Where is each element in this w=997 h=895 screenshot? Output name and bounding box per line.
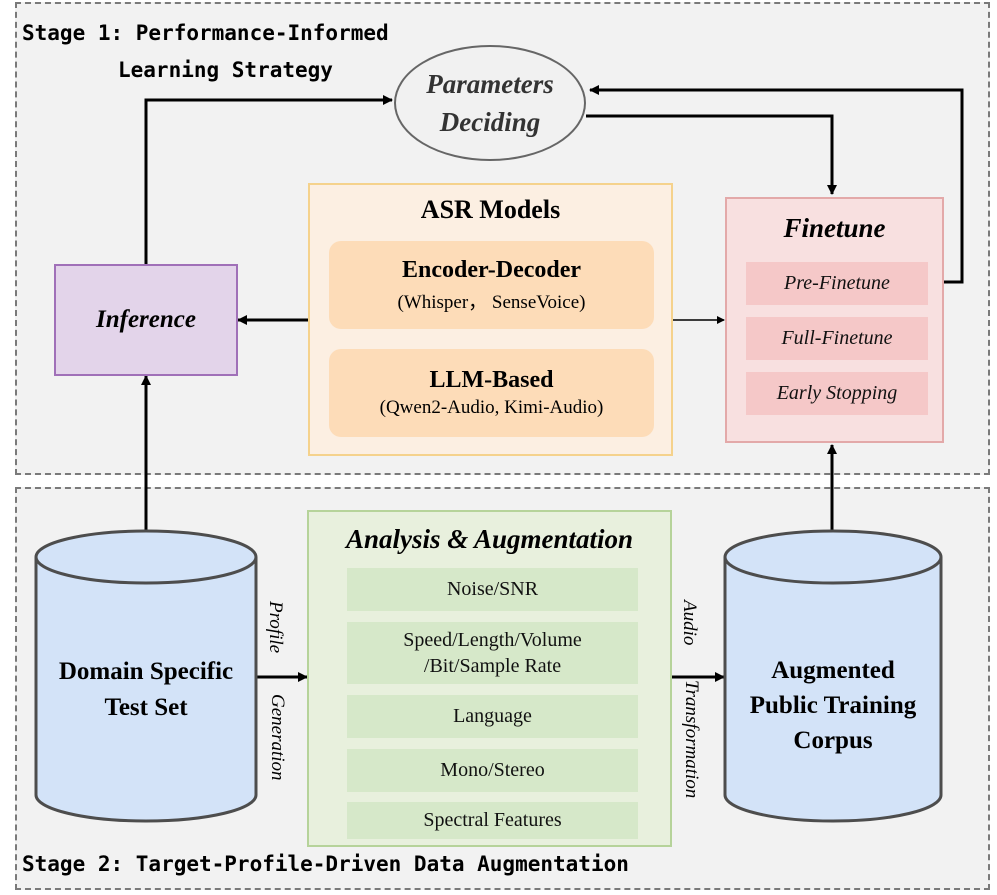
analysis-item-spectral-label: Spectral Features <box>423 809 562 831</box>
corpus-label: Augmented Public Training Corpus <box>725 650 941 760</box>
edge-label-generation: Generation <box>267 694 288 781</box>
edge-inference-to-parameters <box>144 95 393 264</box>
finetune-item-full: Full-Finetune <box>746 317 928 360</box>
corpus-cylinder <box>723 529 943 823</box>
asr-models-title: ASR Models <box>420 195 561 224</box>
stage2-title: Stage 2: Target-Profile-Driven Data Augm… <box>22 852 629 876</box>
parameters-deciding-node: Parameters Deciding <box>395 62 585 144</box>
asr-models-box: ASR Models Encoder-Decoder (Whisper， Sen… <box>308 183 673 456</box>
corpus-line2: Public Training <box>749 691 917 719</box>
corpus-line3: Corpus <box>793 726 873 754</box>
analysis-item-speed-line2: /Bit/Sample Rate <box>423 655 562 677</box>
test-set-line2: Test Set <box>104 694 188 721</box>
llm-based-item: LLM-Based (Qwen2-Audio, Kimi-Audio) <box>329 349 654 437</box>
edge-label-profile: Profile <box>265 601 286 654</box>
test-set-label: Domain Specific Test Set <box>36 640 256 740</box>
analysis-item-mono-stereo: Mono/Stereo <box>347 749 638 792</box>
edge-parameters-to-finetune <box>586 114 837 195</box>
parameters-line2: Deciding <box>439 107 541 137</box>
analysis-item-spectral: Spectral Features <box>347 802 638 839</box>
finetune-title: Finetune <box>783 213 886 243</box>
analysis-title: Analysis & Augmentation <box>345 524 634 554</box>
stage1-title-line1: Stage 1: Performance-Informed <box>22 21 389 45</box>
stage1-title-line2: Learning Strategy <box>118 58 333 82</box>
llm-based-title: LLM-Based <box>429 367 554 393</box>
edge-label-audio: Audio <box>679 600 700 646</box>
corpus-line1: Augmented <box>771 656 895 684</box>
encoder-decoder-examples: (Whisper， SenseVoice) <box>397 291 586 313</box>
analysis-box: Analysis & Augmentation Noise/SNR Speed/… <box>307 510 672 847</box>
finetune-item-pre: Pre-Finetune <box>746 262 928 305</box>
encoder-decoder-item: Encoder-Decoder (Whisper， SenseVoice) <box>329 241 654 329</box>
edge-label-transformation: Transformation <box>681 680 702 799</box>
inference-box: Inference <box>54 264 238 376</box>
analysis-item-language-label: Language <box>453 705 532 727</box>
test-set-cylinder <box>34 529 258 823</box>
edge-pre-finetune-to-parameters <box>589 85 964 284</box>
finetune-item-early-stopping: Early Stopping <box>746 372 928 415</box>
analysis-item-speed-line1: Speed/Length/Volume <box>403 629 582 651</box>
analysis-item-noise: Noise/SNR <box>347 568 638 611</box>
parameters-line1: Parameters <box>426 69 554 99</box>
inference-label: Inference <box>96 306 196 333</box>
analysis-item-language: Language <box>347 695 638 738</box>
analysis-item-speed: Speed/Length/Volume /Bit/Sample Rate <box>347 622 638 684</box>
parameters-deciding-ellipse <box>394 45 586 161</box>
llm-based-examples: (Qwen2-Audio, Kimi-Audio) <box>379 397 604 418</box>
encoder-decoder-title: Encoder-Decoder <box>401 256 582 283</box>
finetune-box: Finetune Pre-Finetune Full-Finetune Earl… <box>725 197 944 443</box>
test-set-line1: Domain Specific <box>58 658 234 685</box>
analysis-item-mono-stereo-label: Mono/Stereo <box>440 759 545 781</box>
analysis-item-noise-label: Noise/SNR <box>446 578 539 600</box>
